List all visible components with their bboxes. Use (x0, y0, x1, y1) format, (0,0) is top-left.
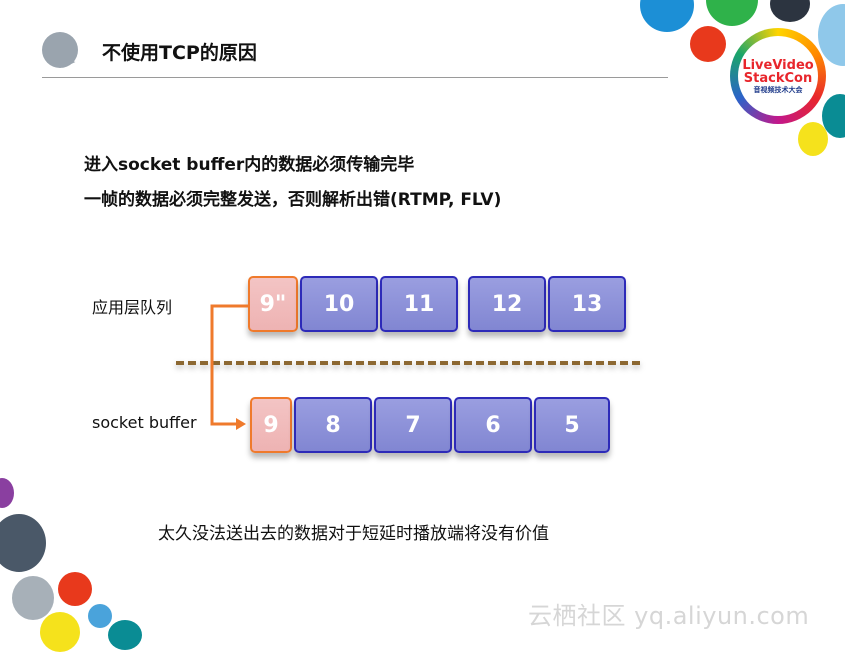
socket-buffer-packet: 6 (454, 397, 532, 453)
socket-buffer-label: socket buffer (92, 413, 197, 432)
decor-circle-red (690, 26, 726, 62)
caption-text: 太久没法送出去的数据对于短延时播放端将没有价值 (158, 524, 549, 544)
decor-circle-yellow2 (40, 612, 80, 652)
app-queue-packet: 12 (468, 276, 546, 332)
layer-divider (176, 361, 640, 365)
socket-buffer-packet: 7 (374, 397, 452, 453)
title-bubble-icon (42, 32, 78, 68)
title-divider (42, 77, 668, 78)
logo-text-line1: LiveVideo (742, 57, 814, 73)
logo-text-line3: 音视频技术大会 (753, 85, 803, 94)
decor-circle-purple (0, 478, 14, 508)
decor-circle-dark (770, 0, 810, 22)
app-queue-packet: 11 (380, 276, 458, 332)
decor-circle-yellow (798, 122, 828, 156)
app-queue-packet: 9" (248, 276, 298, 332)
socket-buffer-packet: 8 (294, 397, 372, 453)
decor-circle-gray (12, 576, 54, 620)
decor-circle-orange (58, 572, 92, 606)
decor-circle-blue (640, 0, 694, 32)
page-title: 不使用TCP的原因 (102, 42, 257, 64)
move-arrow-icon (210, 304, 248, 430)
livevideo-stackcon-logo: LiveVideo StackCon 音视频技术大会 (730, 28, 826, 124)
app-queue-label: 应用层队列 (92, 298, 173, 317)
decor-circle-teal (822, 94, 845, 138)
bullet-line-2: 一帧的数据必须完整发送，否则解析出错(RTMP, FLV) (84, 190, 502, 210)
logo-text-line2: StackCon (743, 70, 813, 86)
watermark-text: 云栖社区 yq.aliyun.com (528, 602, 810, 630)
decor-circle-sky (88, 604, 112, 628)
socket-buffer-packet: 5 (534, 397, 610, 453)
decor-circle-slate (0, 514, 46, 572)
socket-buffer-packet: 9 (250, 397, 292, 453)
app-queue-packet: 13 (548, 276, 626, 332)
decor-circle-green (706, 0, 758, 26)
app-queue-packet: 10 (300, 276, 378, 332)
decor-circle-teal2 (108, 620, 142, 650)
bullet-line-1: 进入socket buffer内的数据必须传输完毕 (84, 155, 415, 175)
